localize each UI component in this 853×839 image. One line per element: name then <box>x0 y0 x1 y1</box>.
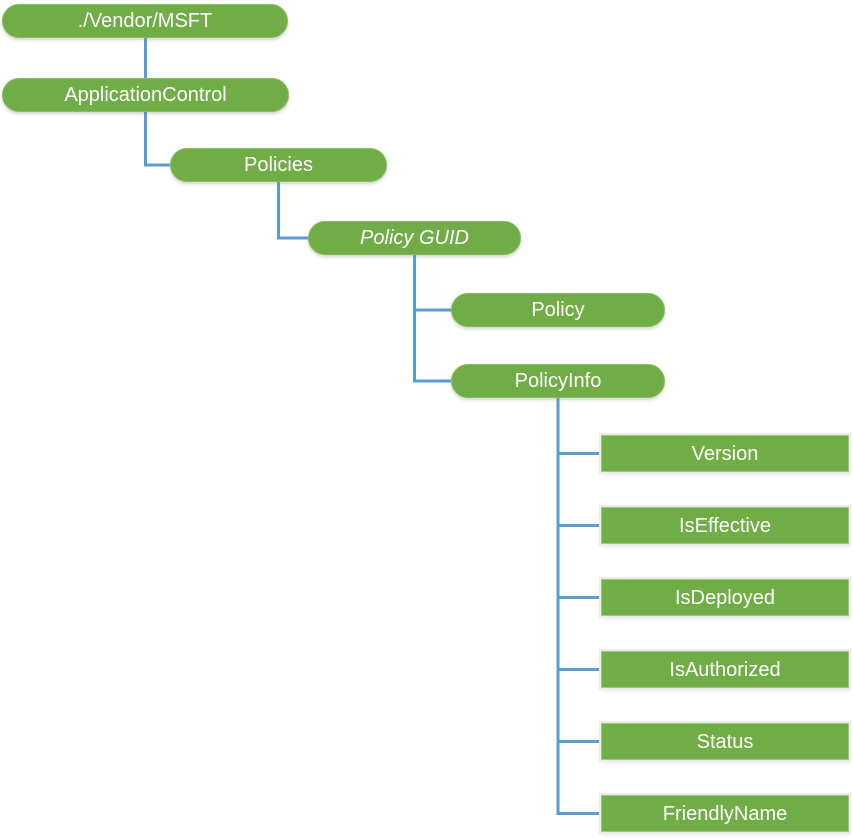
node-policy: Policy <box>451 293 665 327</box>
node-applicationcontrol: ApplicationControl <box>2 78 289 112</box>
node-policies: Policies <box>170 148 387 182</box>
node-version: Version <box>601 435 849 472</box>
node-isauthorized: IsAuthorized <box>601 651 849 688</box>
node-policyinfo: PolicyInfo <box>451 364 665 398</box>
node-isdeployed: IsDeployed <box>601 579 849 616</box>
connector-policyguid-trunk <box>413 255 451 383</box>
node-policy-guid: Policy GUID <box>308 221 521 255</box>
node-friendlyname: FriendlyName <box>601 795 849 832</box>
node-status: Status <box>601 723 849 760</box>
node-vendor-msft: ./Vendor/MSFT <box>2 4 288 38</box>
connector-policies-to-policyguid <box>277 182 308 240</box>
connector-policyinfo-trunk <box>556 398 601 815</box>
connector-applicationcontrol-to-policies <box>144 112 170 167</box>
node-iseffective: IsEffective <box>601 507 849 544</box>
